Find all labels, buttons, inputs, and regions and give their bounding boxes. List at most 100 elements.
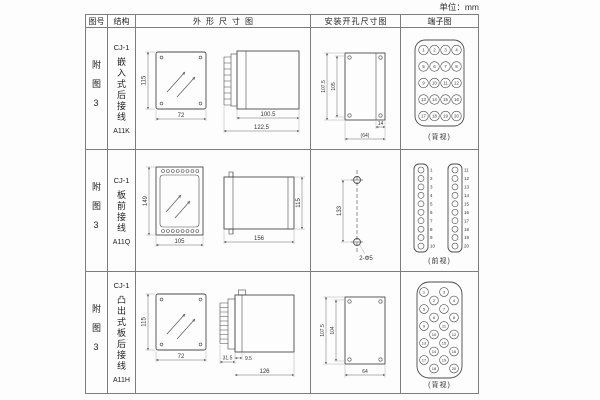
terminal-number: 14	[464, 193, 470, 198]
relay-model: CJ-1	[113, 42, 130, 52]
dim-front-height: 149	[143, 195, 149, 206]
relay-model: CJ-1	[113, 175, 130, 185]
terminal-circle	[451, 110, 462, 122]
terminal-number: 6	[433, 315, 436, 320]
relay-model: CJ-1	[113, 281, 130, 290]
outline-cell: 149 105 156 115	[136, 150, 311, 272]
structure-name: 凸出式板后接线	[116, 295, 126, 372]
fig-no: 附图3	[91, 59, 101, 118]
terminal-number: 3	[443, 289, 446, 294]
dim-cutout-small-width: 14	[378, 121, 384, 127]
structure-code: A11K	[113, 127, 130, 135]
terminal-circle	[166, 169, 170, 173]
dim-front-width: 105	[174, 239, 185, 245]
terminal-number: 2	[433, 298, 436, 303]
mounting-cell: 107.5 104 64	[311, 272, 401, 394]
terminal-circle	[439, 355, 449, 365]
terminal-number: 9	[430, 235, 433, 240]
terminal-number: 20	[454, 114, 459, 119]
dim-cutout-total-width: (64)	[361, 133, 370, 139]
terminal-number: 8	[430, 227, 433, 232]
terminal-circle	[451, 94, 462, 105]
terminal-number: 5	[422, 64, 425, 69]
structure-code: A11H	[113, 377, 130, 384]
terminal-circle	[418, 110, 429, 122]
terminal-circle	[451, 217, 459, 224]
terminal-number: 5	[423, 306, 426, 311]
terminal-circle	[417, 183, 425, 191]
terminal-circle	[449, 346, 459, 357]
header-fig-no: 图号	[86, 15, 108, 28]
terminal-number: 10	[432, 81, 437, 86]
diagonal-arrow-icon	[176, 318, 196, 340]
terminal-circle	[449, 329, 459, 340]
dim-flange-depth: 9.5	[245, 356, 252, 362]
terminal-number: 12	[464, 176, 470, 181]
terminal-circle	[185, 229, 190, 233]
terminal-circle	[166, 229, 170, 233]
terminal-circle	[451, 175, 459, 182]
terminal-number: 15	[443, 97, 448, 102]
terminal-circle	[439, 287, 449, 297]
dim-hole-outer-height: 107.5	[320, 324, 326, 337]
dim-cutout-inner-height: 105	[331, 82, 337, 91]
structure-cell: CJ-1 凸出式板后接线 A11H	[108, 272, 136, 394]
dim-front-width: 72	[178, 354, 185, 360]
terminal-number: 14	[432, 97, 437, 102]
terminal-number: 16	[454, 97, 459, 102]
terminal-number: 18	[432, 366, 437, 371]
terminal-circle	[451, 200, 459, 208]
terminal-circle	[451, 183, 459, 191]
terminal-circle	[440, 94, 451, 105]
terminal-circle	[185, 169, 190, 173]
terminal-number: 13	[421, 97, 426, 102]
terminal-circle	[451, 225, 459, 233]
mounting-cell: 107.5 105 14 (64)	[311, 28, 401, 150]
dim-side-depth2: 122.5	[254, 125, 270, 131]
terminal-circle	[449, 295, 459, 306]
dim-front-height: 115	[142, 317, 148, 327]
terminal-circle	[429, 295, 439, 306]
terminal-number: 10	[432, 332, 437, 337]
terminal-number: 5	[430, 201, 433, 206]
terminal-number: 6	[430, 210, 433, 215]
outline-cell: 115 72 31.5 9.5 126	[136, 272, 311, 394]
dim-front-width: 72	[178, 113, 185, 119]
structure-cell: CJ-1 嵌入式后接线 A11K	[108, 28, 136, 150]
terminal-circle	[417, 242, 425, 250]
terminal-number: 3	[430, 185, 433, 190]
terminal-number: 16	[464, 210, 470, 215]
fig-no-cell: 附图3	[86, 150, 108, 272]
diagonal-arrow-icon	[165, 194, 182, 213]
spec-table: 图号 结构 外形尺寸图 安装开孔尺寸图 端子图 附图3 CJ-1 嵌入式后接线 …	[85, 14, 479, 394]
terminal-circle	[417, 192, 425, 199]
terminal-number: 9	[422, 81, 425, 86]
diagonal-arrow-icon	[174, 200, 191, 219]
terminal-circle	[439, 338, 449, 348]
terminal-circle	[418, 77, 429, 89]
terminal-circle	[429, 363, 439, 374]
terminal-circle	[417, 175, 425, 182]
mounting-drawing-embedded: 107.5 105 14 (64)	[321, 52, 386, 141]
terminal-number: 1	[422, 48, 425, 53]
terminal-circle	[180, 229, 185, 233]
terminal-number: 11	[464, 168, 469, 173]
dim-stud-depth: 31.5	[223, 356, 233, 362]
terminal-number: 9	[423, 323, 426, 328]
terminal-circle	[451, 61, 462, 72]
terminal-circle	[417, 225, 425, 233]
header-outline: 外形尺寸图	[136, 15, 311, 28]
terminal-circle	[419, 355, 429, 365]
terminal-number: 17	[421, 114, 426, 119]
terminal-circle	[451, 166, 459, 174]
terminal-circle	[440, 44, 451, 56]
dim-hole-span: 133	[337, 205, 343, 216]
terminal-number: 18	[464, 227, 470, 232]
terminal-circle	[180, 169, 185, 173]
terminal-view-caption: (背视)	[428, 132, 451, 141]
structure-code: A11Q	[112, 238, 131, 246]
terminal-circle	[451, 192, 459, 199]
